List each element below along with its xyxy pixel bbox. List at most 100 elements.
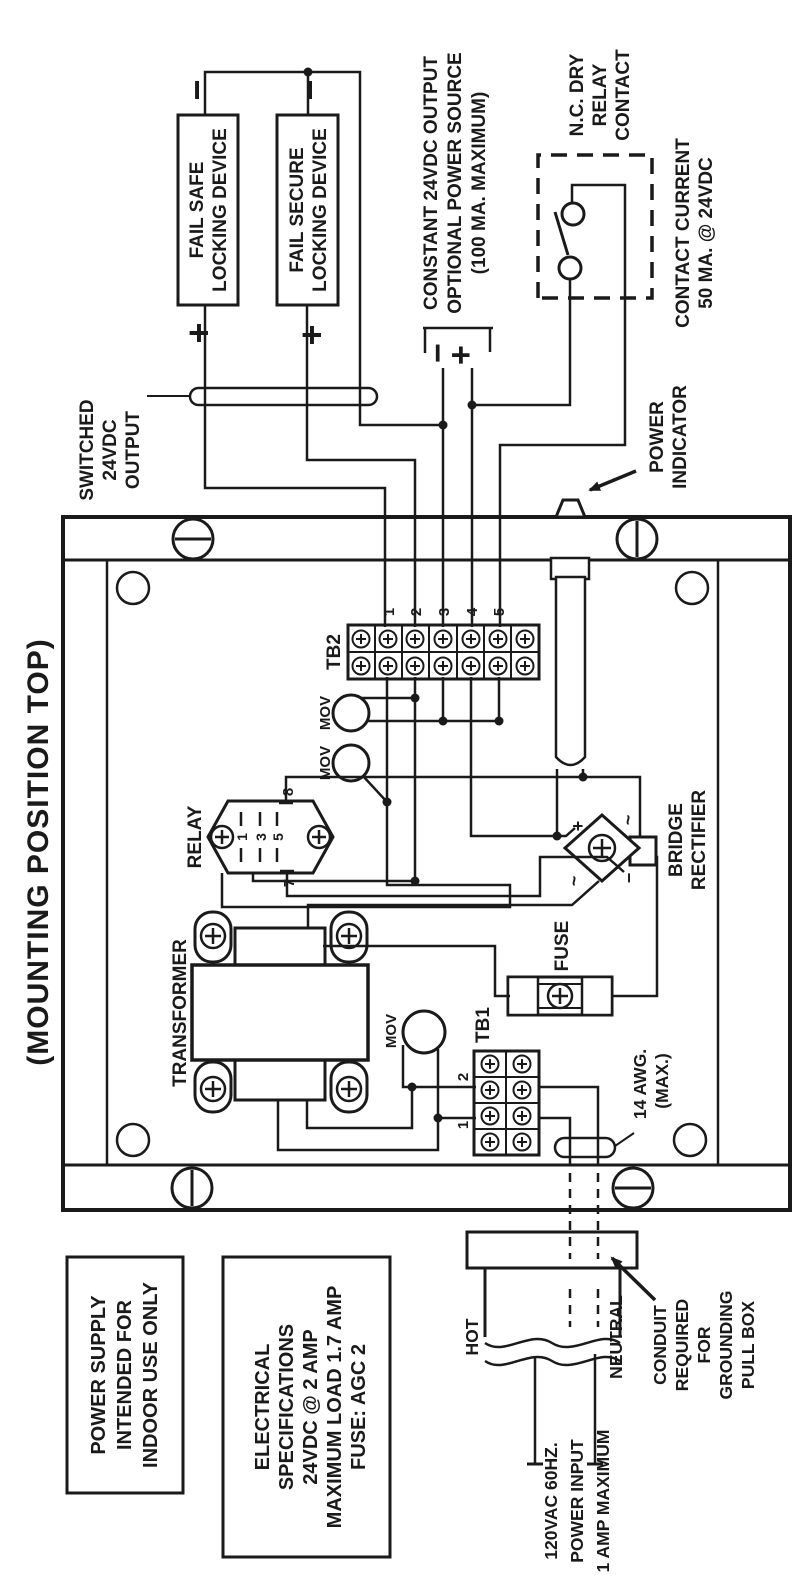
constant-output-bracket (423, 326, 493, 353)
fail-safe-label: LOCKING DEVICE (210, 128, 231, 292)
enclosure (61, 515, 792, 1212)
constant-output-label: CONSTANT 24VDC OUTPUT (421, 56, 442, 310)
bridge-label: BRIDGE (666, 803, 687, 877)
nc-contact-label: RELAY (590, 63, 611, 126)
power-input-label: 120VAC 60HZ. (541, 1442, 561, 1559)
transformer (190, 910, 370, 1114)
mov-label: MOV (317, 746, 334, 780)
relay-pin-number: 3 (253, 833, 269, 841)
constant-output-label: OPTIONAL POWER SOURCE (445, 52, 466, 313)
rail-screw-icon (170, 517, 659, 1210)
bridge-minus: − (619, 873, 639, 884)
tb2-terminal-block (346, 623, 541, 681)
electrical-note-box (221, 1255, 392, 1559)
tb2-terminal-number: 3 (436, 608, 453, 616)
minus-symbol: − (419, 343, 457, 363)
relay (206, 799, 335, 875)
transformer-coil (233, 1058, 327, 1102)
bridge-ac: ~ (618, 815, 638, 826)
conduit-label: PULL BOX (738, 1301, 758, 1389)
power-input-label: POWER INPUT (567, 1439, 587, 1563)
electrical-note-line: ELECTRICAL (252, 1344, 274, 1471)
contact-current-label: CONTACT CURRENT (673, 138, 694, 328)
pipe-break (484, 1355, 621, 1367)
junction-dots (303, 67, 588, 1123)
mounting-hole-icon (672, 1122, 708, 1158)
fail-secure-label: LOCKING DEVICE (310, 128, 331, 292)
conduit (465, 1230, 639, 1367)
tb1-terminal-number: 1 (455, 1121, 472, 1129)
relay-pin-number: 8 (280, 788, 297, 796)
transformer-coil (233, 926, 327, 967)
fail-safe-label: FAIL SAFE (187, 162, 208, 259)
electrical-note-line: SPECIFICATIONS (276, 1324, 298, 1490)
switched-output-label: 24VDC (100, 419, 121, 481)
tb2-terminal-number: 4 (464, 607, 481, 616)
plus-symbol: + (442, 345, 480, 365)
conduit-arrow (610, 1256, 657, 1302)
tb2-terminal-number: 5 (491, 608, 508, 616)
mov-discs (331, 693, 447, 1055)
electrical-note-line: 24VDC @ 2 AMP (300, 1329, 322, 1484)
mov-label: MOV (317, 696, 334, 730)
tb1-label: TB1 (473, 1007, 494, 1043)
minus-symbol: − (289, 79, 330, 100)
switched-output-label: OUTPUT (123, 411, 144, 490)
conduit-label: FOR (694, 1326, 714, 1363)
contact-point-icon (560, 201, 586, 227)
power-indicator-led (549, 498, 591, 767)
tb2-terminal-number: 1 (381, 608, 398, 616)
transformer-core (190, 963, 370, 1062)
indoor-note-line: POWER SUPPLY (88, 1295, 110, 1455)
indoor-note-line: INDOOR USE ONLY (140, 1281, 162, 1468)
transformer-label: TRANSFORMER (170, 939, 191, 1087)
awg-label: 14 AWG. (630, 1049, 650, 1119)
mov-icon (331, 693, 371, 733)
power-input-label: 1 AMP MAXIMUM (593, 1430, 613, 1573)
mov-icon (331, 743, 371, 783)
conduit-label: GROUNDING (716, 1291, 736, 1400)
diagram-title: (MOUNTING POSITION TOP) (22, 638, 55, 1065)
conduit-fitting (465, 1230, 639, 1270)
contact-point-icon (557, 255, 583, 281)
indoor-note-box (65, 1255, 185, 1495)
relay-label: RELAY (185, 805, 206, 868)
power-indicator-arrow (588, 469, 637, 492)
power-indicator-label: INDICATOR (670, 385, 691, 489)
bridge-ac: ~ (564, 876, 584, 887)
neutral-label: NEUTRAL (606, 1295, 626, 1379)
electrical-note-line: FUSE: AGC 2 (348, 1344, 370, 1470)
nc-contact-label: N.C. DRY (567, 53, 588, 136)
relay-pin-number: 5 (270, 833, 286, 841)
led-icon (553, 498, 588, 519)
minus-symbol: − (176, 79, 217, 100)
mounting-hole-icon (674, 570, 710, 606)
screw-icon (587, 833, 617, 863)
mov-icon (401, 1009, 447, 1055)
switched-output-label: SWITCHED (77, 399, 98, 500)
mov-label: MOV (383, 1014, 400, 1048)
screw-icon (209, 824, 332, 850)
tb1-terminal-number: 2 (455, 1073, 472, 1081)
ac-wire-slot (553, 1136, 617, 1159)
mounting-hole-icon (115, 570, 151, 606)
fuse-label: FUSE (552, 921, 573, 972)
indoor-note-line: INTENDED FOR (114, 1299, 136, 1450)
plus-symbol: + (178, 322, 219, 343)
tb2-terminal-number: 2 (408, 608, 425, 616)
enclosure-outline (61, 515, 792, 1212)
bridge-label: RECTIFIER (689, 790, 710, 891)
mounting-hole-icon (115, 1122, 151, 1158)
pipe-break (484, 1337, 621, 1349)
tb2-label: TB2 (324, 634, 345, 670)
terminal-screw-icon (480, 1054, 532, 1152)
conduit-label: REQUIRED (672, 1299, 692, 1391)
relay-body (206, 799, 335, 875)
switched-wire-loop (188, 386, 379, 407)
fuse-holder (506, 975, 614, 1017)
wiring (147, 70, 659, 1466)
fail-safe-device-box (176, 113, 240, 307)
bridge-rectifier (562, 812, 658, 884)
contact-current-label: 50 MA. @ 24VDC (696, 157, 717, 309)
